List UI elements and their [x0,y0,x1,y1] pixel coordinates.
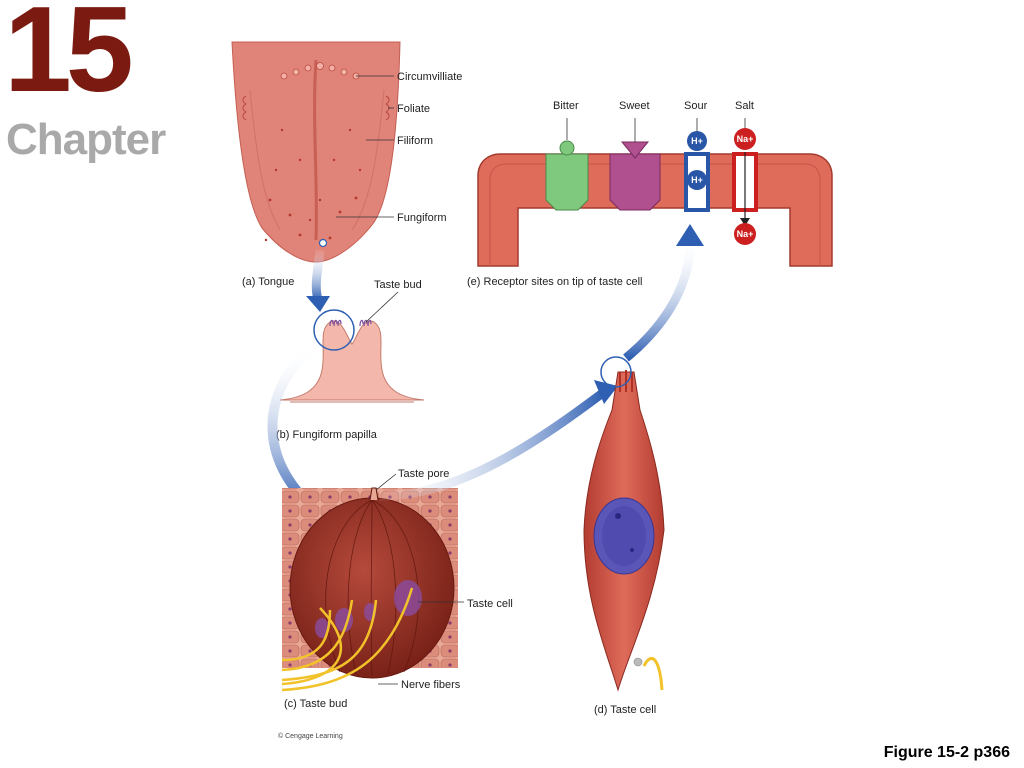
taste-cell-illustration: (d) Taste cell [583,356,665,716]
caption-tongue: (a) Tongue [242,276,294,288]
copyright-text: © Cengage Learning [278,732,343,740]
fungiform-papilla-illustration: Taste bud (b) Fungiform papilla [276,279,425,441]
label-fungiform: Fungiform [397,212,447,224]
label-taste-pore: Taste pore [398,468,449,480]
label-salt: Salt [735,100,754,112]
papilla-taste-buds [329,319,372,327]
caption-bud: (c) Taste bud [284,698,347,710]
chapter-number: 15 [4,0,134,117]
caption-receptors: (e) Receptor sites on tip of taste cell [467,276,642,288]
label-taste-cell: Taste cell [467,598,513,610]
fungiform-sample-circle [318,238,328,248]
circumvallate-papillae [280,62,360,80]
taste-cell-nuclei [315,580,422,638]
label-taste-bud: Taste bud [374,279,422,291]
chapter-word: Chapter [6,115,166,164]
label-filiform: Filiform [397,135,433,147]
na-ion-outside [734,128,756,150]
sweet-receptor [609,153,661,211]
label-sweet: Sweet [619,100,650,112]
papilla-zoom-circle [313,309,355,351]
figure-reference: Figure 15-2 p366 [883,744,1010,761]
bitter-receptor [545,153,589,211]
bitter-molecule [559,140,575,156]
label-circumvilliate: Circumvilliate [397,71,462,83]
caption-papilla: (b) Fungiform papilla [276,429,378,441]
arrow-bud-to-cell [379,388,607,501]
label-nerve-fibers: Nerve fibers [401,679,461,691]
ion-h-channel: H+ [691,175,703,185]
arrow-tongue-to-papilla [311,249,325,302]
label-sour: Sour [684,100,708,112]
ion-na-inside: Na+ [737,229,754,239]
label-bitter: Bitter [553,100,579,112]
h-ion-channel [687,170,707,190]
cell-tip-zoom-circle [600,356,632,388]
arrow-cell-to-receptors [623,241,695,362]
nerve-fiber-lines [281,587,414,692]
microvilli [619,370,633,392]
receptor-sites-illustration: Bitter Sweet Sour Salt H+ H+ Na+ Na+ (e)… [467,100,833,288]
caption-cell: (d) Taste cell [594,704,656,716]
ion-na-outside: Na+ [737,134,754,144]
tongue-illustration: Circumvilliate Foliate Filiform Fungifor… [231,41,462,288]
label-foliate: Foliate [397,103,430,115]
na-ion-inside [734,223,756,245]
ion-h-outside: H+ [691,136,703,146]
h-ion-outside [687,131,707,151]
taste-bud-illustration: Taste pore Taste cell Nerve fibers (c) T… [281,468,513,710]
fungiform-dots [264,128,362,242]
